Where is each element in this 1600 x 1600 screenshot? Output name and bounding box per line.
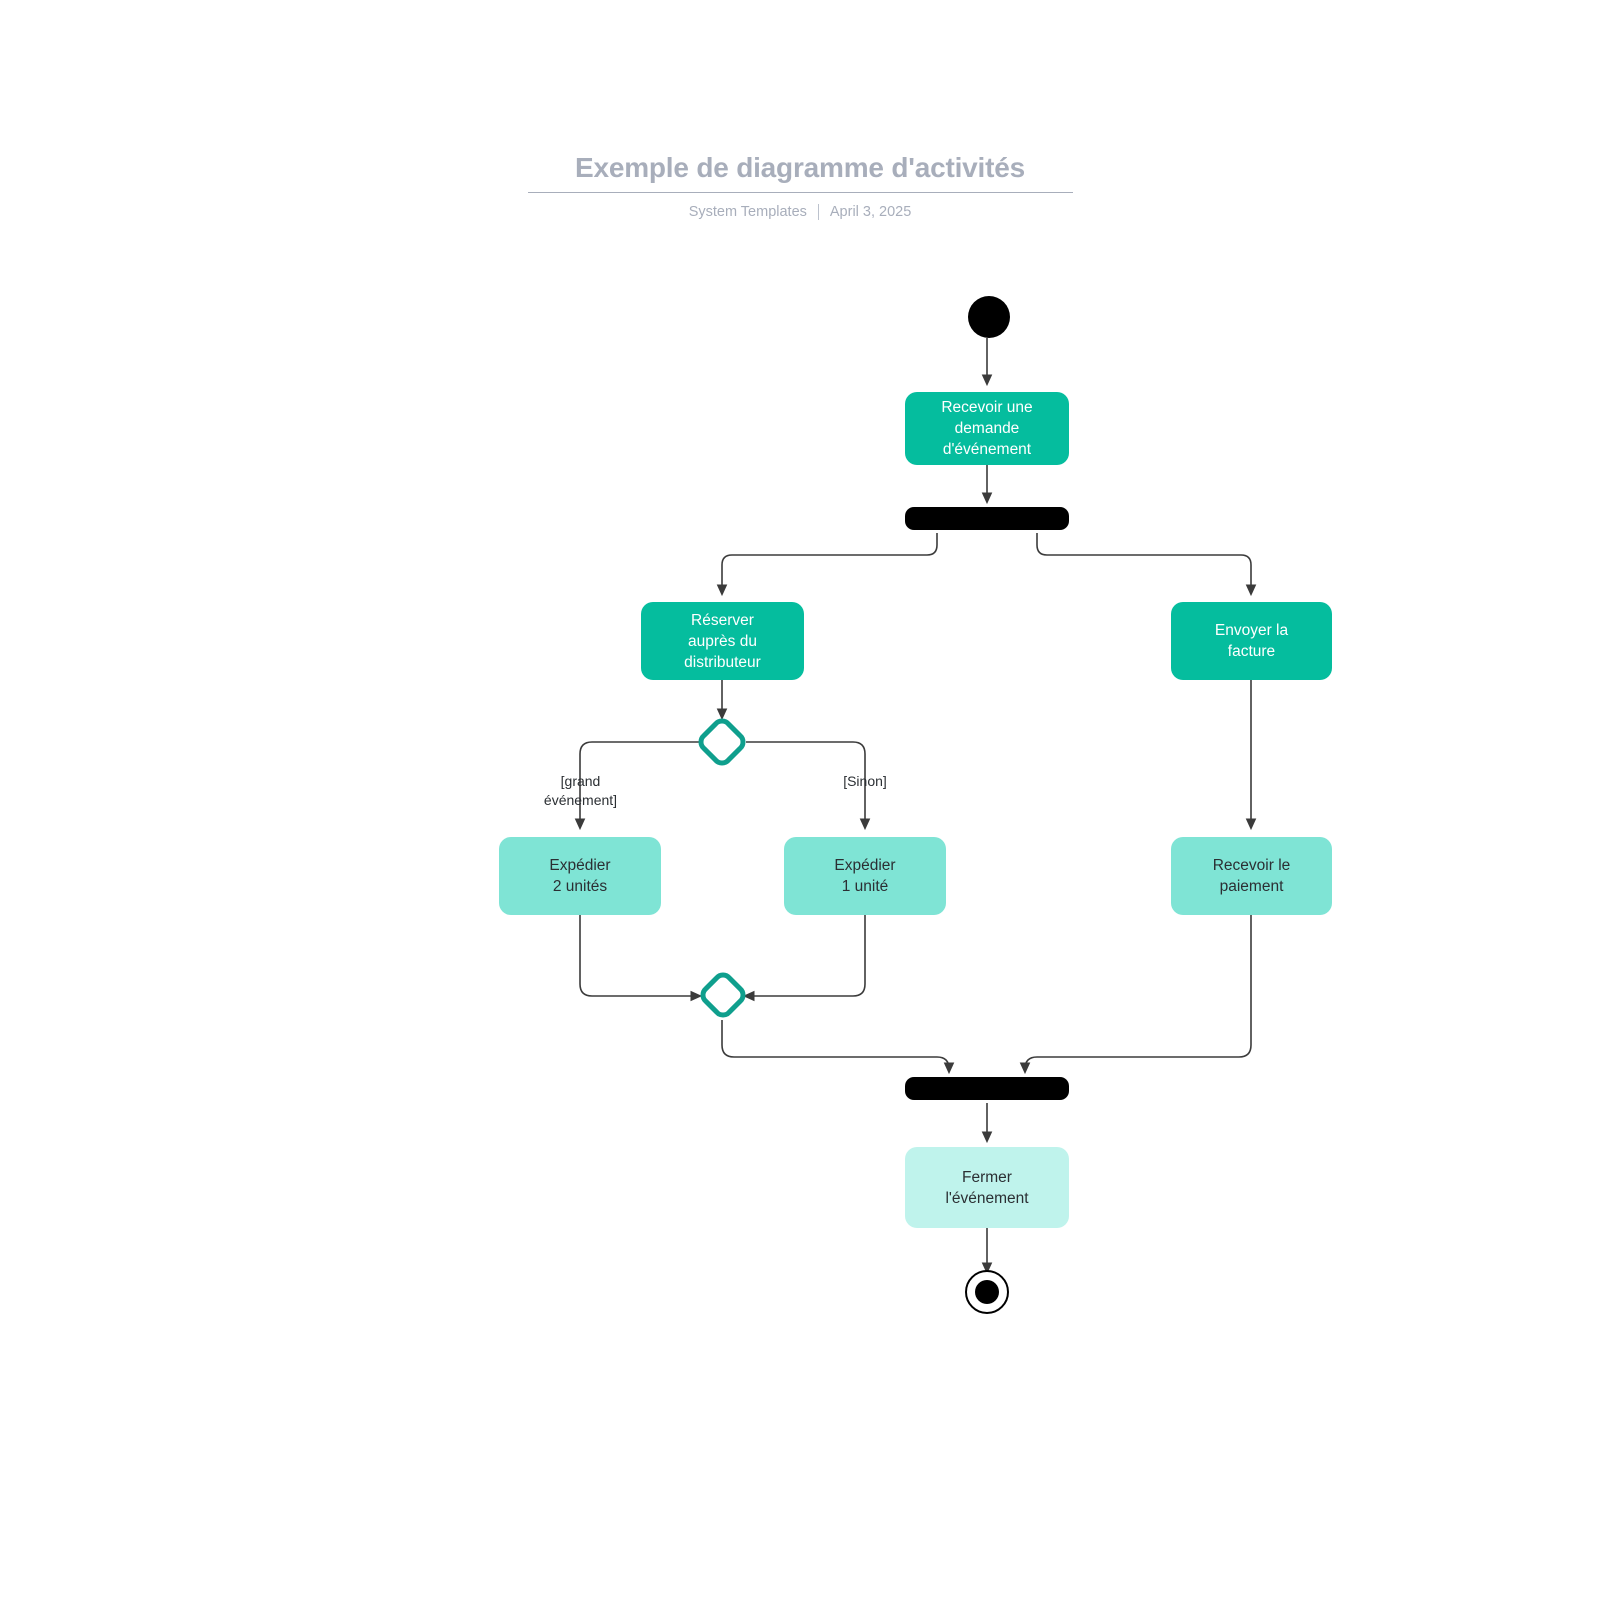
edge-ship1-to-merge — [742, 915, 866, 1002]
subtitle-date: April 3, 2025 — [829, 204, 912, 220]
guard-label-large-event: [grand événement] — [543, 773, 618, 808]
document-subtitle: System Templates April 3, 2025 — [0, 202, 1600, 222]
action-node-reserve-distributor[interactable]: Réserver auprès du distributeur — [641, 602, 804, 680]
edge-ship2-to-merge — [579, 915, 703, 1002]
action-node-ship-2-units[interactable]: Expédier 2 unités — [499, 837, 661, 915]
merge-node[interactable] — [699, 971, 747, 1019]
action-node-receive-request[interactable]: Recevoir une demande d'événement — [905, 392, 1069, 465]
guard-label-else: [Sinon] — [843, 773, 887, 789]
document-header: Exemple de diagramme d'activités System … — [0, 150, 1600, 222]
edge-payment-to-join — [1019, 915, 1252, 1075]
fork-bar[interactable] — [905, 507, 1069, 530]
join-bar[interactable] — [905, 1077, 1069, 1100]
edge-fork-to-reserve — [716, 533, 938, 597]
initial-node[interactable] — [968, 296, 1010, 338]
edge-fork-to-invoice — [1036, 533, 1257, 597]
edge-merge-to-join — [721, 1020, 955, 1075]
action-node-close-event[interactable]: Fermer l'événement — [905, 1147, 1069, 1228]
final-node-inner — [975, 1280, 999, 1304]
action-node-receive-payment[interactable]: Recevoir le paiement — [1171, 837, 1332, 915]
page-title: Exemple de diagramme d'activités — [574, 152, 1025, 183]
action-node-ship-1-unit[interactable]: Expédier 1 unité — [784, 837, 946, 915]
title-divider — [527, 192, 1073, 193]
subtitle-separator — [817, 204, 819, 220]
decision-node[interactable] — [697, 717, 747, 767]
action-node-send-invoice[interactable]: Envoyer la facture — [1171, 602, 1332, 680]
subtitle-source: System Templates — [688, 204, 807, 220]
final-node[interactable] — [965, 1270, 1009, 1314]
